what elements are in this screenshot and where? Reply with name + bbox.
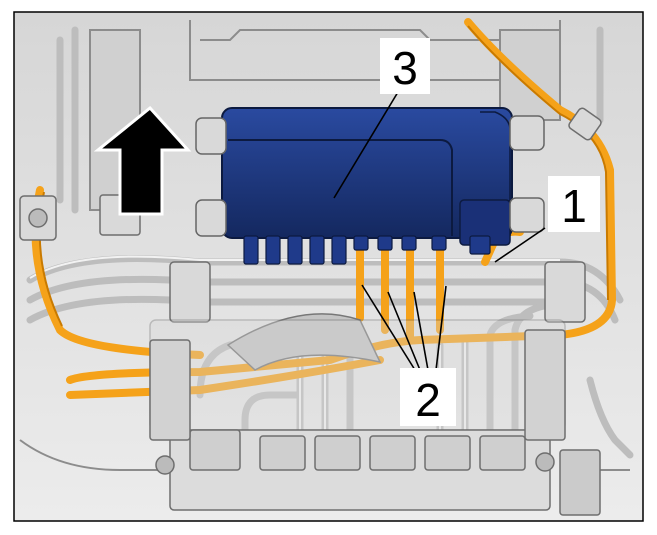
arrow-up-icon [93,105,192,216]
callout-leaders [333,91,546,371]
callout-3: 3 [380,38,430,94]
callout-2: 2 [400,368,456,426]
callout-label-1: 1 [561,180,587,232]
callout-label-2: 2 [415,374,441,426]
callout-label-3: 3 [392,42,418,94]
distributor-block [149,319,601,516]
blue-module [195,107,545,265]
hose-arch [226,313,382,371]
callout-1: 1 [548,176,600,232]
